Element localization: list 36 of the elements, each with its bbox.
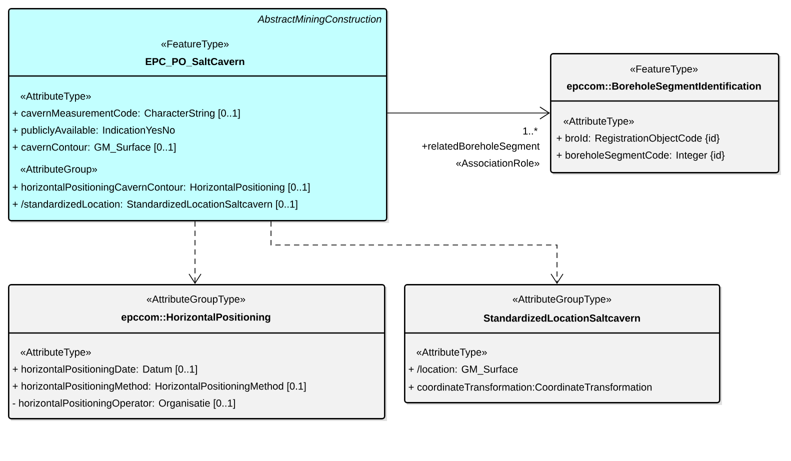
section-stereotype: «AttributeType» <box>564 117 634 127</box>
section-stereotype: «AttributeGroup» <box>20 165 98 175</box>
attribute-text: + cavernContour: GM_Surface [0..1] <box>12 143 176 153</box>
attribute-text: + horizontalPositioningCavernContour: HorizontalPositioning [0..1] <box>12 183 310 193</box>
stereotype-label: «FeatureType» <box>161 40 229 50</box>
attribute-text: + horizontalPositioningMethod: HorizontalPositioningMethod [0.1] <box>12 382 306 392</box>
uml-class-box <box>8 8 389 223</box>
attribute-text: + publiclyAvailable: IndicationYesNo <box>12 126 175 136</box>
class-name: StandardizedLocationSaltcavern <box>484 314 640 322</box>
uml-class-box <box>8 284 387 421</box>
class-name: epccom::BoreholeSegmentIdentification <box>567 82 761 92</box>
section-stereotype: «AttributeType» <box>20 348 91 358</box>
attribute-text: + broId: RegistrationObjectCode {id} <box>556 134 720 144</box>
attribute-text: + boreholeSegmentCode: Integer {id} <box>556 151 725 161</box>
stereotype-label: «AttributeGroupType» <box>146 295 246 305</box>
attribute-text: + /standardizedLocation: StandardizedLocationSaltcavern [0..1] <box>12 200 298 210</box>
class-name: epccom::HorizontalPositioning <box>122 313 270 323</box>
uml-class-box <box>404 284 722 405</box>
attribute-text: + horizontalPositioningDate: Datum [0..1] <box>12 365 197 375</box>
arrow <box>270 220 564 284</box>
section-stereotype: «AttributeType» <box>20 92 91 102</box>
stereotype-label: «AttributeGroupType» <box>512 295 612 305</box>
section-stereotype: «AttributeType» <box>416 348 487 358</box>
role-label: «AssociationRole» <box>456 159 540 167</box>
stereotype-label: «FeatureType» <box>630 65 698 75</box>
role-label: +relatedBoreholeSegment <box>422 142 540 152</box>
uml-class-box <box>550 53 781 175</box>
arrow <box>386 106 550 120</box>
attribute-text: + cavernMeasurementCode: CharacterString [0..1] <box>12 109 240 119</box>
arrow <box>188 220 202 284</box>
role-label: 1..* <box>523 128 538 134</box>
attribute-text: + /location: GM_Surface <box>408 365 518 375</box>
class-name: EPC_PO_SaltCavern <box>146 58 244 66</box>
superclass-name: AbstractMiningConstruction <box>257 15 382 25</box>
attribute-text: + coordinateTransformation:CoordinateTransformation <box>408 383 652 391</box>
attribute-text: - horizontalPositioningOperator: Organisatie [0..1] <box>12 399 235 409</box>
